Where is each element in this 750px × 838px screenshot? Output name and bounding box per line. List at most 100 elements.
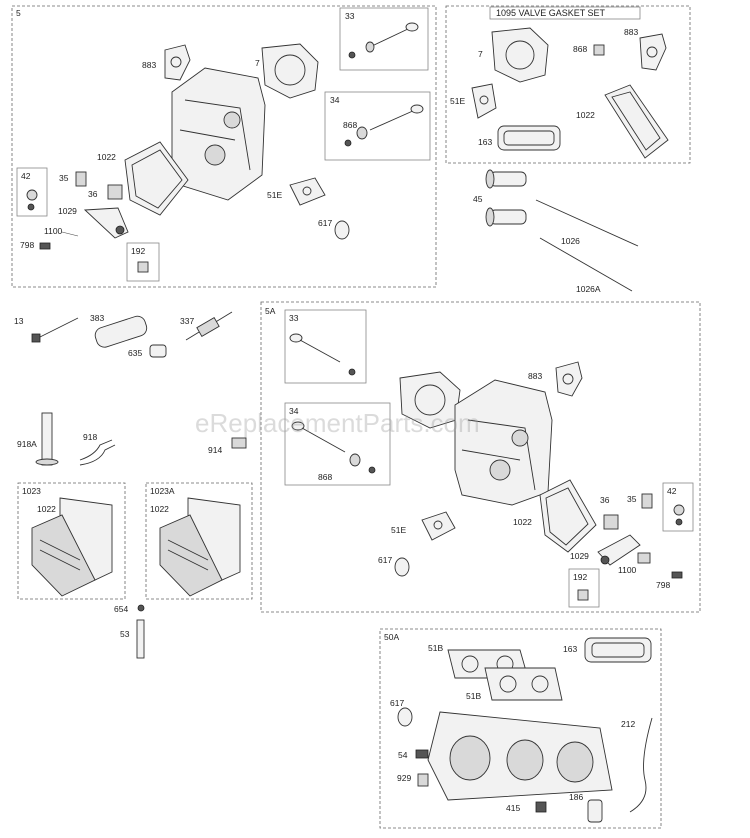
part-163-set-label: 163: [478, 137, 492, 147]
valve-guide-45-part: [485, 169, 527, 227]
gasket-51B-part: [447, 649, 563, 701]
valve-33-5A-part: [289, 333, 356, 376]
cylinder-head-part: [171, 67, 266, 201]
part-929-label: 929: [397, 773, 411, 783]
group-1023-label: 1023: [22, 486, 41, 496]
valve-34-part: [344, 104, 424, 147]
gasket-883-set-part: [639, 33, 667, 71]
group-5-label: 5: [16, 8, 21, 18]
part-51B-label-1: 51B: [428, 643, 443, 653]
breather-383-part: [94, 315, 148, 348]
group-1023A-box: [145, 482, 253, 600]
watermark: eReplacementParts.com: [195, 408, 480, 438]
group-192-5A-label: 192: [573, 572, 587, 582]
part-883-5A-label: 883: [528, 371, 542, 381]
group-34-box: [324, 91, 431, 161]
group-1095-box: [445, 5, 691, 164]
part-654-label: 654: [114, 604, 128, 614]
rocker-1029-5A-part: [597, 534, 641, 566]
part-212-label: 212: [621, 719, 635, 729]
part-914-label: 914: [208, 445, 222, 455]
part-868-5A-label: 868: [318, 472, 332, 482]
part-617-5A-label: 617: [378, 555, 392, 565]
part-7-set-label: 7: [478, 49, 483, 59]
part-35-5A-label: 35: [627, 494, 637, 504]
seal-617-50A-part: [397, 707, 413, 727]
part-186-label: 186: [569, 792, 583, 802]
gasket-883-part: [164, 44, 191, 81]
seal-868-set-part: [593, 44, 605, 56]
sparkplug-337-part: [185, 311, 233, 341]
part-51E-5A-label: 51E: [391, 525, 406, 535]
gasket-1022-set-part: [604, 84, 669, 159]
group-1095-title-box: [489, 6, 641, 20]
part-1026A-label: 1026A: [576, 284, 601, 294]
screw-798-5A-part: [671, 571, 683, 579]
part-42-5A-shape: [673, 504, 685, 526]
retainer-36-part: [107, 184, 123, 200]
valve-34-5A-part: [291, 421, 376, 474]
part-192-5A-shape: [577, 589, 589, 601]
gasket-1022-5A-part: [539, 479, 597, 553]
part-617-label: 617: [318, 218, 332, 228]
part-1022-5A-label: 1022: [513, 517, 532, 527]
fitting-929-part: [417, 773, 429, 787]
part-42-shape: [26, 189, 38, 211]
part-617-50A-label: 617: [390, 698, 404, 708]
seal-617-part: [334, 220, 350, 240]
gasket-51E-part: [289, 177, 326, 206]
spring-35-part: [75, 171, 87, 187]
screw-798-part: [39, 242, 51, 250]
group-42-5A-label: 42: [667, 486, 677, 496]
valve-cover-1023A-part: [159, 497, 241, 597]
part-192-shape: [137, 261, 149, 273]
part-868-label: 868: [343, 120, 357, 130]
part-1022-1023-label: 1022: [37, 504, 56, 514]
part-51E-label: 51E: [267, 190, 282, 200]
head-gasket-7-part: [261, 43, 319, 99]
part-45-label: 45: [473, 194, 483, 204]
part-1100-label: 1100: [44, 226, 63, 236]
group-5A-label: 5A: [265, 306, 276, 316]
part-1026-label: 1026: [561, 236, 580, 246]
part-1029-5A-label: 1029: [570, 551, 589, 561]
group-1023A-label: 1023A: [150, 486, 175, 496]
seal-617-5A-part: [394, 557, 410, 577]
nut-1100-5A-part: [637, 552, 651, 564]
gasket-51E-set-part: [471, 83, 497, 119]
stud-53-part: [136, 619, 145, 659]
group-5A-box: [260, 301, 701, 613]
part-337-label: 337: [180, 316, 194, 326]
group-1023-box: [17, 482, 126, 600]
part-35-label: 35: [59, 173, 69, 183]
fitting-914-part: [231, 437, 247, 449]
intake-manifold-part: [427, 711, 613, 801]
group-5-box: [11, 5, 437, 288]
group-33-box: [339, 7, 429, 71]
part-36-label: 36: [88, 189, 98, 199]
tube-918A-part: [35, 412, 59, 466]
group-34-5A-box: [284, 402, 391, 486]
rocker-1029-part: [83, 207, 129, 239]
part-383-label: 383: [90, 313, 104, 323]
part-1022-set-label: 1022: [576, 110, 595, 120]
part-36-5A-label: 36: [600, 495, 610, 505]
gasket-163-50A-part: [584, 637, 652, 663]
part-868-set-label: 868: [573, 44, 587, 54]
group-42-5A-box: [662, 482, 694, 532]
tube-212-part: [629, 717, 653, 813]
part-635-label: 635: [128, 348, 142, 358]
group-42-label: 42: [21, 171, 31, 181]
group-34-label: 34: [330, 95, 340, 105]
hose-918-part: [79, 439, 116, 466]
part-13-label: 13: [14, 316, 24, 326]
fitting-635-part: [149, 344, 167, 358]
part-163-50A-label: 163: [563, 644, 577, 654]
gasket-1022-part: [124, 141, 189, 216]
group-33-5A-label: 33: [289, 313, 299, 323]
group-50A-label: 50A: [384, 632, 399, 642]
part-7-label: 7: [255, 58, 260, 68]
valve-33-part: [348, 22, 419, 59]
gasket-163-set-part: [497, 125, 561, 151]
